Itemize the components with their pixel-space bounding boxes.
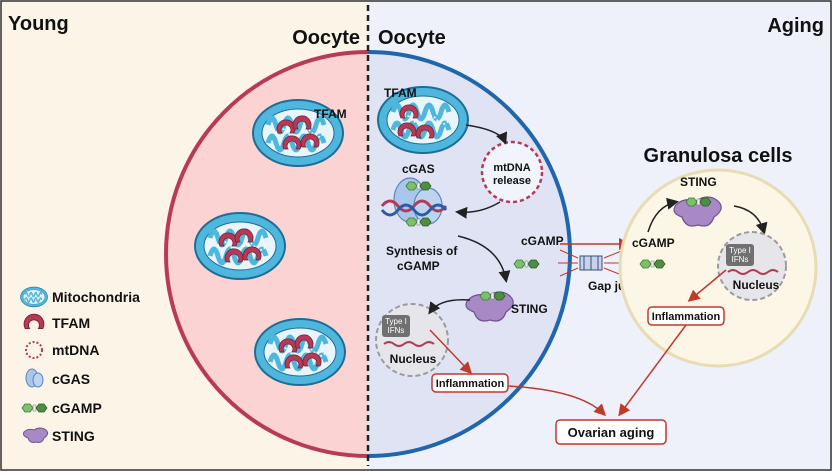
mitochondria-icon xyxy=(255,319,345,385)
arrow-nucleus-to-inflammation-granulosa xyxy=(687,269,727,302)
type1-ifns-granulosa-label-2: IFNs xyxy=(732,255,749,264)
synthesis-label-1: Synthesis of xyxy=(386,244,458,258)
legend-label-tfam: TFAM xyxy=(52,315,90,331)
arrow-mito-to-mtdna xyxy=(465,124,508,145)
mtdna-release-label-1: mtDNA xyxy=(493,162,530,174)
type1-ifns-label-2: IFNs xyxy=(388,326,405,335)
type1-ifns-box xyxy=(382,315,410,337)
young-title: Young xyxy=(8,13,69,35)
legend-label-cgamp: cGAMP xyxy=(52,400,102,416)
arrow-cgas-to-sting xyxy=(457,235,511,283)
inflammation-oocyte-label: Inflammation xyxy=(436,378,505,390)
gap-junction-icon xyxy=(558,249,626,277)
cgamp-icon xyxy=(21,403,48,413)
legend-label-cgas: cGAS xyxy=(52,371,90,387)
mitochondria-icon xyxy=(19,286,49,308)
gene-dna-icon xyxy=(383,341,435,347)
dna-strand-icon xyxy=(380,203,448,217)
type1-ifns-granulosa-label-1: Type I xyxy=(729,246,751,255)
oocyte-left-title: Oocyte xyxy=(292,27,360,49)
mtdna-release-label-2: release xyxy=(493,175,531,187)
ovarian-aging-label: Ovarian aging xyxy=(568,425,655,440)
arrow-cgamp-to-sting-granulosa xyxy=(647,197,679,233)
mtdna-release-icon xyxy=(480,140,544,204)
legend-label-mtdna: mtDNA xyxy=(52,342,99,358)
synthesis-label-2: cGAMP xyxy=(397,259,440,273)
cgamp-icon xyxy=(639,259,666,269)
arrow-nucleus-to-inflammation xyxy=(429,329,473,375)
cgamp-oocyte-label: cGAMP xyxy=(521,234,564,248)
nucleus-granulosa-label: Nucleus xyxy=(733,278,780,292)
sting-oocyte-label: STING xyxy=(511,302,548,316)
mtdna-icon xyxy=(25,341,43,359)
inflammation-granulosa-label: Inflammation xyxy=(652,311,721,323)
mitochondria-icon xyxy=(195,213,285,279)
tfam-label-aging: TFAM xyxy=(384,86,417,100)
aging-title: Aging xyxy=(767,15,824,37)
arrow-granulosa-inflammation-to-ovarian-aging xyxy=(618,324,687,417)
arrow-mtdna-to-cgas xyxy=(455,201,501,219)
sting-icon xyxy=(23,427,49,443)
arrow-sting-to-nucleus-granulosa xyxy=(733,205,768,235)
oocyte-right-title: Oocyte xyxy=(378,27,446,49)
cgamp-icon xyxy=(405,217,432,227)
inflammation-box-oocyte xyxy=(431,373,509,393)
tfam-label-young: TFAM xyxy=(314,107,347,121)
legend-label-sting: STING xyxy=(52,428,95,444)
cgamp-icon xyxy=(513,259,540,269)
nucleus-oocyte-label: Nucleus xyxy=(390,352,437,366)
granulosa-title: Granulosa cells xyxy=(644,145,793,167)
sting-granulosa-label: STING xyxy=(680,175,717,189)
type1-ifns-label-1: Type I xyxy=(385,317,407,326)
cgamp-granulosa-label: cGAMP xyxy=(632,236,675,250)
arrow-inflammation-to-ovarian-aging xyxy=(507,385,607,417)
legend-label-mitochondria: Mitochondria xyxy=(52,289,140,305)
gene-dna-icon xyxy=(727,269,779,275)
arrow-sting-to-nucleus xyxy=(428,299,471,315)
dna-strand-icon xyxy=(380,199,448,213)
ovarian-aging-box xyxy=(555,419,667,445)
cgas-icon xyxy=(25,368,44,388)
cgamp-icon xyxy=(405,181,432,191)
cgamp-icon xyxy=(479,291,506,301)
cgamp-icon xyxy=(685,197,712,207)
legend: Mitochondria TFAM mtDNA cGAS cGAMP STING xyxy=(19,286,140,444)
type1-ifns-box xyxy=(726,244,754,266)
cgas-label: cGAS xyxy=(402,162,435,176)
